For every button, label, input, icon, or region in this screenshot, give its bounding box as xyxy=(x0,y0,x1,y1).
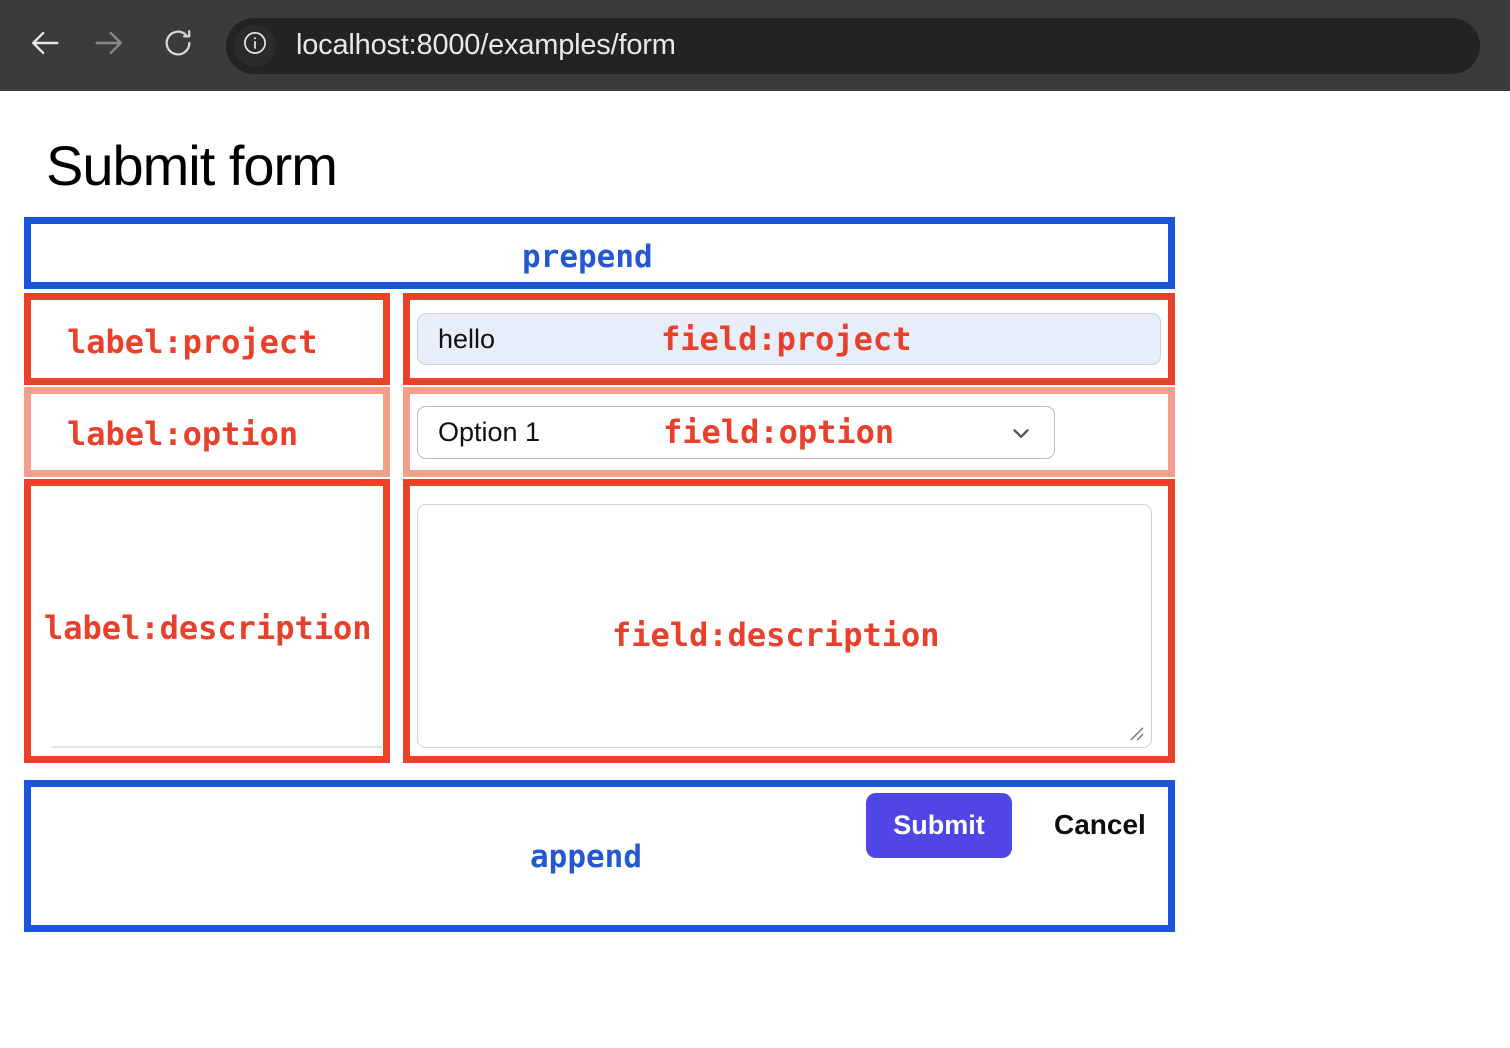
back-button[interactable] xyxy=(18,18,74,74)
label-project-region xyxy=(24,293,390,385)
label-option-region xyxy=(24,387,390,477)
label-description-region xyxy=(24,479,390,763)
option-select-value: Option 1 xyxy=(438,417,541,447)
page-title: Submit form xyxy=(46,134,338,197)
project-input[interactable] xyxy=(417,313,1161,365)
reload-icon xyxy=(162,27,194,64)
forward-button[interactable] xyxy=(80,18,136,74)
option-select[interactable]: Option 1 xyxy=(417,406,1055,459)
reload-button[interactable] xyxy=(150,18,206,74)
description-textarea[interactable] xyxy=(417,504,1152,748)
description-ghost-rule xyxy=(52,746,382,748)
description-textarea-wrapper xyxy=(417,504,1152,748)
forward-arrow-icon xyxy=(91,26,125,65)
url-text: localhost:8000/examples/form xyxy=(296,29,676,61)
url-bar[interactable]: localhost:8000/examples/form xyxy=(226,17,1480,74)
prepend-region xyxy=(24,217,1175,289)
cancel-button[interactable]: Cancel xyxy=(1054,809,1146,840)
chevron-down-icon xyxy=(1008,420,1034,446)
site-info-button[interactable] xyxy=(234,24,276,67)
back-arrow-icon xyxy=(29,26,63,65)
browser-toolbar: localhost:8000/examples/form xyxy=(0,0,1510,91)
info-icon xyxy=(242,30,268,61)
submit-button[interactable]: Submit xyxy=(866,793,1012,858)
page-content: Submit form prepend label:project field:… xyxy=(0,91,1510,1048)
